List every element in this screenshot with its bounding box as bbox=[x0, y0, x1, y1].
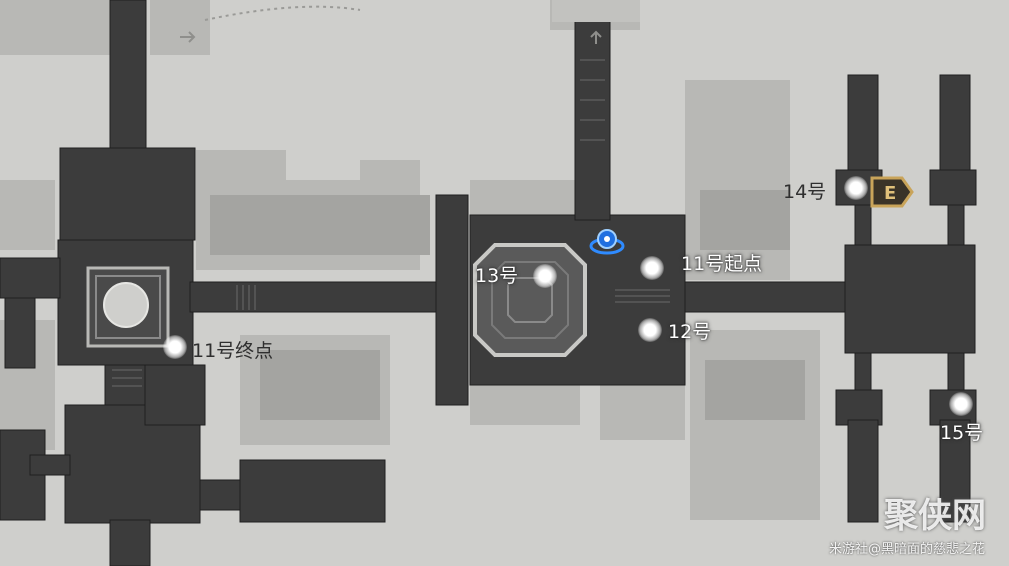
label-12: 12号 bbox=[668, 321, 712, 343]
watermark-credit: 米游社@黑暗面的慈悲之花 bbox=[829, 542, 986, 557]
label-15: 15号 bbox=[940, 422, 984, 444]
watermark-logo: 聚侠网 bbox=[884, 496, 986, 536]
gold-exit-door-icon: E bbox=[870, 176, 914, 208]
right-arrow-icon bbox=[180, 31, 196, 43]
label-11-start: 11号起点 bbox=[681, 253, 763, 275]
marker-14[interactable] bbox=[844, 176, 868, 200]
marker-13[interactable] bbox=[533, 264, 557, 288]
blue-teleport-waypoint-icon bbox=[589, 229, 625, 255]
label-13: 13号 bbox=[475, 265, 519, 287]
marker-11-end[interactable] bbox=[163, 335, 187, 359]
octagon-room bbox=[473, 243, 587, 357]
svg-text:E: E bbox=[884, 183, 896, 204]
marker-11-start[interactable] bbox=[640, 256, 664, 280]
label-11-end: 11号终点 bbox=[192, 340, 274, 362]
marker-12[interactable] bbox=[638, 318, 662, 342]
up-arrow-icon bbox=[590, 30, 602, 44]
label-14: 14号 bbox=[783, 181, 827, 203]
marker-15[interactable] bbox=[949, 392, 973, 416]
